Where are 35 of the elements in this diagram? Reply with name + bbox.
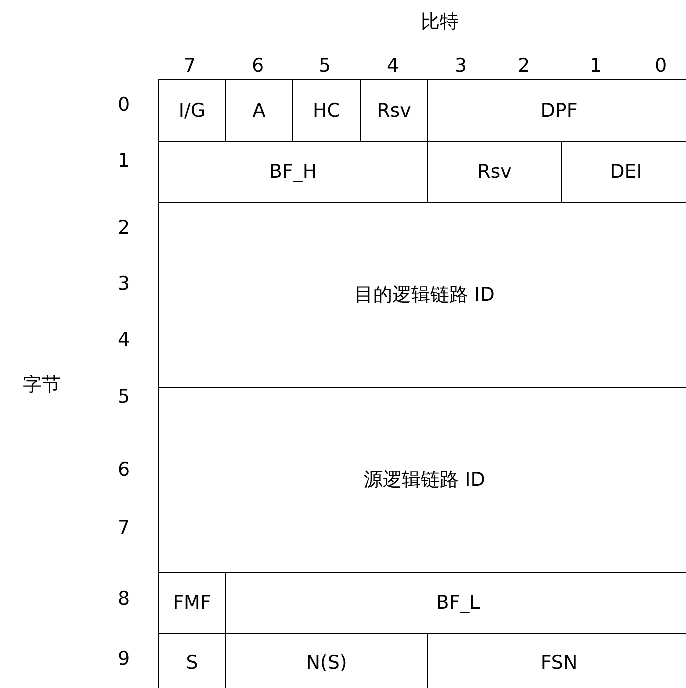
- bit-number: 2: [518, 55, 530, 77]
- field-cell: Rsv: [427, 141, 562, 204]
- byte-number: 8: [118, 588, 130, 610]
- byte-number: 5: [118, 386, 130, 408]
- byte-number: 0: [118, 94, 130, 116]
- field-cell: HC: [292, 79, 362, 142]
- field-cell: 目的逻辑链路 ID: [158, 202, 686, 388]
- byte-number: 2: [118, 217, 130, 239]
- field-cell: BF_H: [158, 141, 428, 204]
- field-cell: I/G: [158, 79, 226, 142]
- bit-number: 4: [386, 55, 400, 77]
- field-cell: 源逻辑链路 ID: [158, 387, 686, 574]
- field-cell: FMF: [158, 572, 226, 634]
- field-cell: Rsv: [360, 79, 428, 142]
- bit-number: 6: [252, 55, 264, 77]
- byte-number: 6: [118, 459, 130, 481]
- byte-number: 9: [118, 648, 130, 670]
- bit-number: 3: [454, 55, 468, 77]
- bit-number: 0: [654, 55, 668, 77]
- field-cell: BF_L: [225, 572, 686, 634]
- byte-number: 4: [118, 329, 130, 351]
- byte-number: 7: [118, 517, 130, 539]
- field-cell: A: [225, 79, 294, 142]
- field-cell: N(S): [225, 633, 428, 688]
- field-cell: S: [158, 633, 226, 688]
- field-cell: FSN: [427, 633, 686, 688]
- field-cell: DPF: [427, 79, 686, 142]
- bit-number: 1: [590, 55, 602, 77]
- bit-number: 7: [184, 55, 196, 77]
- byte-number: 1: [118, 150, 130, 172]
- field-cell: DEI: [561, 141, 686, 204]
- byte-number: 3: [118, 273, 130, 295]
- axis-title: 字节: [23, 373, 61, 398]
- axis-title: 比特: [421, 10, 459, 35]
- bit-number: 5: [318, 55, 332, 77]
